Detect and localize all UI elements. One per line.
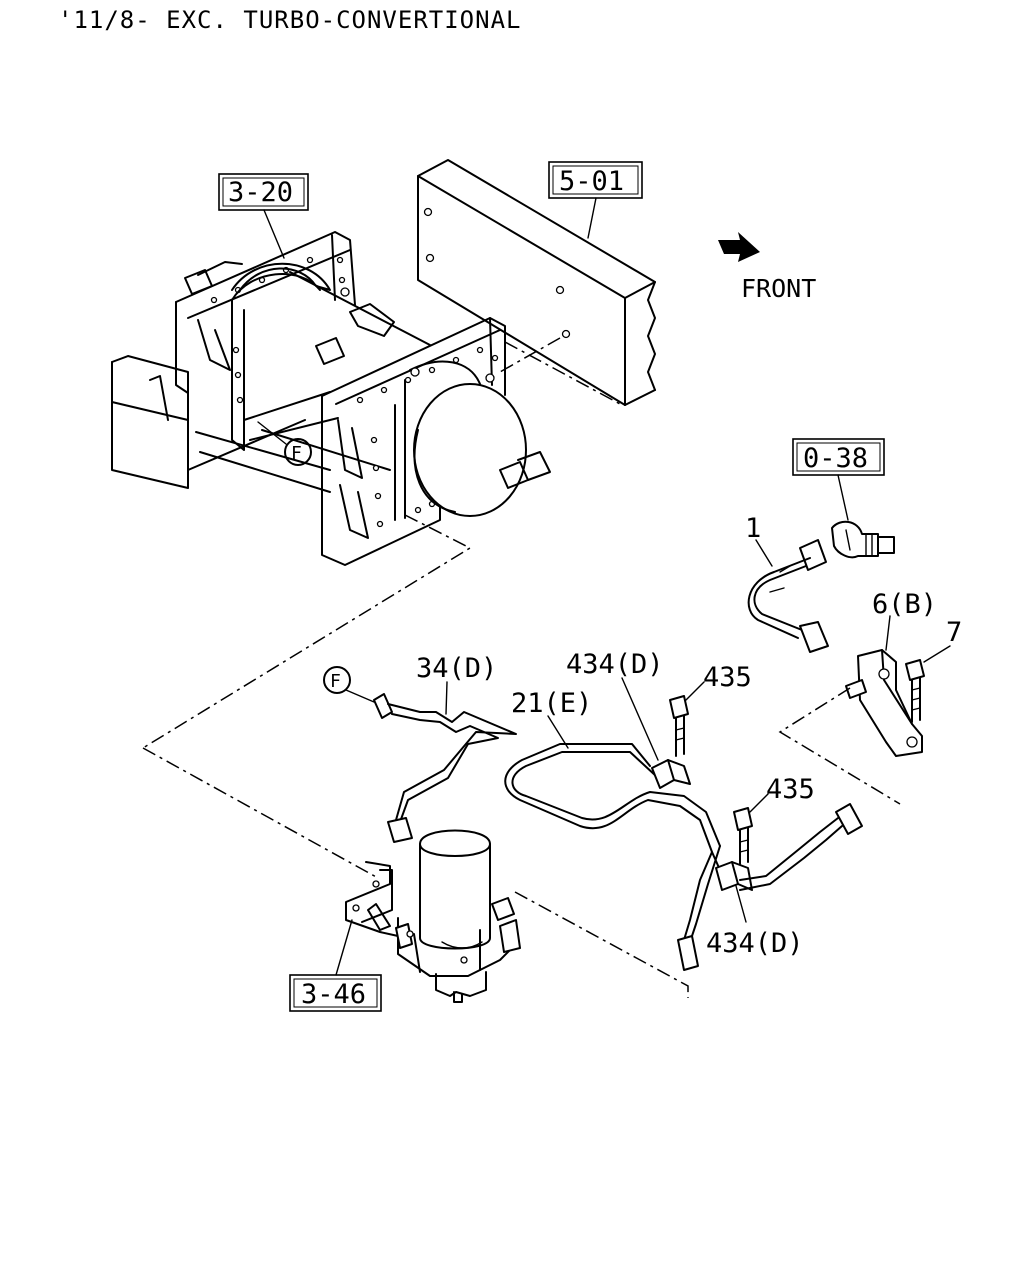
air-tank-frame-assembly	[111, 231, 551, 566]
callout-bolt-7: 7	[946, 617, 962, 648]
svg-text:F: F	[291, 443, 302, 464]
callout-clip-434d-upper: 434(D)	[566, 649, 664, 680]
pipe-34d	[373, 693, 517, 843]
clip-434d-lower	[715, 861, 753, 891]
svg-text:F: F	[330, 671, 341, 692]
front-direction-label: FRONT	[741, 274, 816, 303]
callout-pipe-21e: 21(E)	[511, 688, 592, 719]
clip-434d-upper	[651, 759, 691, 789]
ref-box-3-46: 3-46	[289, 974, 382, 1012]
circle-marker-f-upper: F	[284, 438, 312, 466]
callout-bracket-6b: 6(B)	[872, 589, 937, 620]
callout-bolt-435-upper: 435	[703, 662, 752, 693]
elbow-fitting	[831, 520, 895, 559]
callout-pipe-1: 1	[745, 513, 761, 544]
svg-text:5-01: 5-01	[559, 166, 624, 197]
front-direction-arrow-icon	[718, 232, 760, 262]
callout-clip-434d-lower: 434(D)	[706, 928, 804, 959]
callout-pipe-34d: 34(D)	[416, 653, 497, 684]
ref-box-0-38: 0-38	[792, 438, 885, 476]
crossmember-5-01	[417, 159, 656, 406]
diagram-title: '11/8- EXC. TURBO-CONVERTIONAL	[58, 6, 521, 34]
bracket-6b	[857, 649, 923, 757]
ref-box-3-20: 3-20	[218, 173, 309, 211]
bolt-7	[905, 659, 925, 723]
pipe-1	[747, 539, 829, 653]
callout-bolt-435-lower: 435	[766, 774, 815, 805]
ref-box-5-01: 5-01	[548, 161, 643, 199]
svg-text:3-20: 3-20	[228, 177, 293, 208]
svg-text:3-46: 3-46	[301, 979, 366, 1010]
circle-marker-f-lower: F	[323, 666, 351, 694]
bolt-6b-stud	[845, 679, 867, 699]
air-dryer-assembly	[345, 829, 521, 1003]
pipe-21e	[504, 743, 721, 971]
bolt-435-lower	[733, 807, 753, 865]
svg-text:0-38: 0-38	[803, 443, 868, 474]
bolt-435-upper	[669, 695, 689, 757]
pipe-to-bracket	[739, 803, 863, 891]
